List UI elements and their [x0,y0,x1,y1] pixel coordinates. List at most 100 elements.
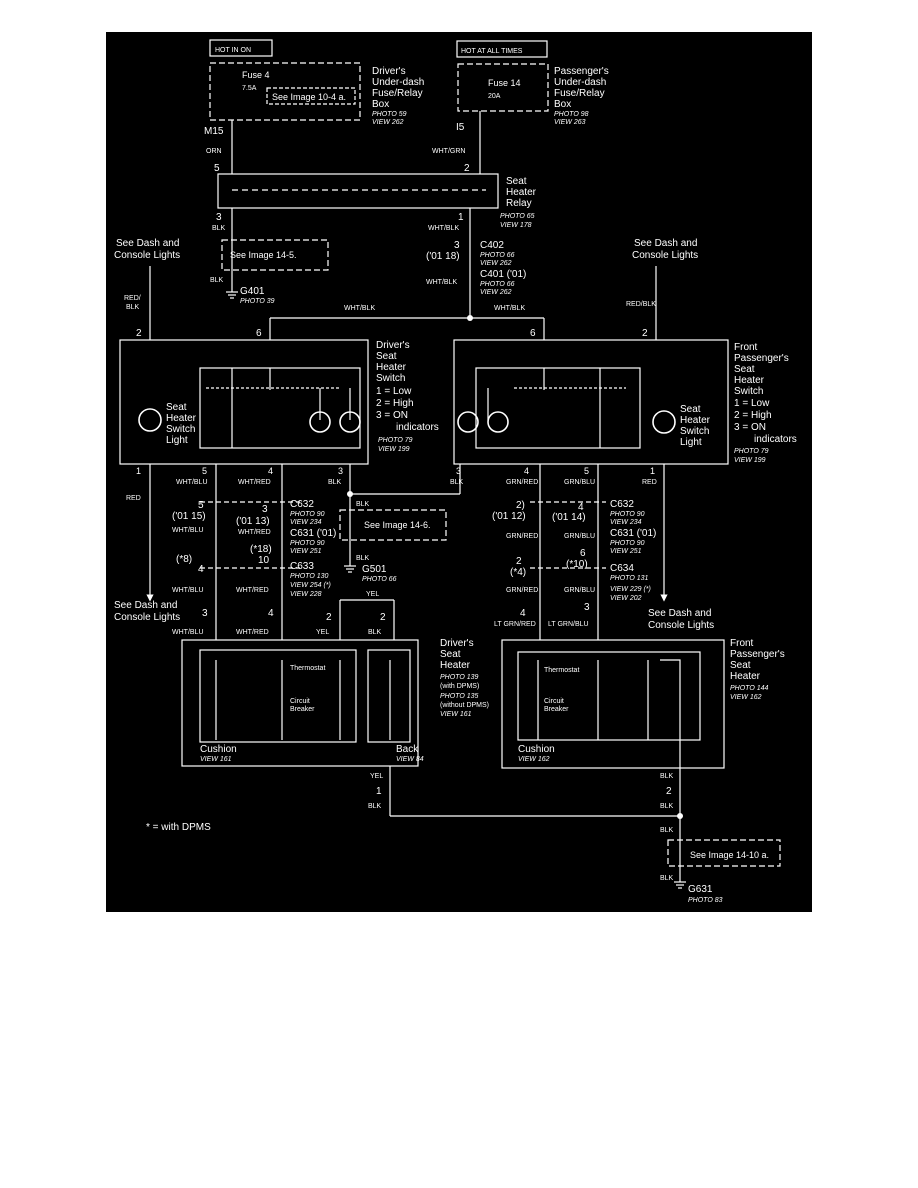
fuse14-rating: 20A [488,93,501,100]
pass-switch-legend-2: 2 = High [734,410,772,421]
pass-heater-cushion-view: VIEW 162 [518,756,550,763]
pass-switch-legend-1: 1 = Low [734,398,770,409]
wire-blk-bottom-a: BLK [368,803,382,810]
drv-heater-photo1: PHOTO 139 [440,674,478,681]
drv-heater-back-view: VIEW 84 [396,756,424,763]
drv-heater-cushion-view: VIEW 161 [200,756,232,763]
c632r-photo: PHOTO 90 [610,511,645,518]
relay-photo: PHOTO 65 [500,213,535,220]
see-dash-left-2[interactable]: Console Lights [114,250,180,261]
c634-view2: VIEW 202 [610,595,642,602]
driver-light-1: Seat [166,402,187,413]
drv-heater-pin-2b: 2 [380,612,386,623]
driver-switch-title-2: Seat [376,351,397,362]
wire-wht-blk-right: WHT/BLK [494,305,525,312]
c634-name: C634 [610,563,634,574]
wire-wht-blk-left: WHT/BLK [344,305,375,312]
driver-switch-pin-6: 6 [256,328,262,339]
driver-switch-pin-5: 5 [202,466,207,476]
g631-photo: PHOTO 83 [688,897,723,904]
wire-red-right: RED [642,479,657,486]
driver-switch-title-1: Driver's [376,340,410,351]
driver-light-2: Heater [166,413,197,424]
relay-view: VIEW 178 [500,222,532,229]
c634-wire-a: GRN/RED [506,587,538,594]
pass-switch-pin-6: 6 [530,328,536,339]
c632l-pin-a-alt: ('01 15) [172,511,206,522]
passenger-fuse-box-title-4: Box [554,99,571,110]
wire-red-blk-right: RED/BLK [626,301,656,308]
c634-pin-b: 6 [580,548,586,559]
driver-light-4: Light [166,435,188,446]
c633-pin-a: 4 [198,564,204,575]
driver-switch-legend-2: 2 = High [376,398,414,409]
driver-switch-photo: PHOTO 79 [378,437,413,444]
see-image-10-4a[interactable]: See Image 10-4 a. [272,92,346,102]
drv-heater-thermostat: Thermostat [290,665,325,672]
driver-switch-title-3: Heater [376,362,407,373]
driver-switch-legend-3: 3 = ON [376,410,408,421]
see-dash-right-1[interactable]: See Dash and [634,238,697,249]
c632r-wire-a: GRN/RED [506,533,538,540]
relay-title-3: Relay [506,198,532,209]
see-dash-left-1[interactable]: See Dash and [116,238,179,249]
wire-blk-bottom-e: BLK [660,875,674,882]
passenger-fuse-box-title-2: Under-dash [554,77,606,88]
drv-heater-photo2: PHOTO 135 [440,693,478,700]
driver-switch-pin-4: 4 [268,466,273,476]
wire-blk-relay: BLK [212,225,226,232]
pass-heater-title-2: Passenger's [730,649,785,660]
see-image-14-6[interactable]: See Image 14-6. [364,520,431,530]
drv-heater-pin-2a: 2 [326,612,332,623]
drivers-fuse-box-title-4: Box [372,99,389,110]
c633-pin-b: 10 [258,555,270,566]
pass-light-4: Light [680,437,702,448]
relay-title-2: Heater [506,187,537,198]
wire-blk-g501: BLK [356,555,370,562]
relay-pin-1: 1 [458,212,464,223]
driver-switch-legend-4: indicators [396,422,439,433]
pass-switch-photo: PHOTO 79 [734,448,769,455]
see-dash-bottom-right-1[interactable]: See Dash and [648,608,711,619]
g631-name: G631 [688,884,713,895]
g401-name: G401 [240,286,265,297]
c631r-name: C631 ('01) [610,528,656,539]
see-image-14-5[interactable]: See Image 14-5. [230,250,297,260]
see-dash-right-2[interactable]: Console Lights [632,250,698,261]
passenger-fuse-box-title-3: Fuse/Relay [554,88,605,99]
c634-view1: VIEW 229 (*) [610,586,651,593]
relay-title-1: Seat [506,176,527,187]
wire-red-blk-left-2: BLK [126,304,140,311]
c634-wire-b: GRN/BLU [564,587,595,594]
drv-heater-wire-a: WHT/BLU [172,629,204,636]
fuse4-rating: 7.5A [242,85,257,92]
c632l-name: C632 [290,499,314,510]
c632l-pin-b: 3 [262,504,268,515]
pass-switch-title-1: Front [734,342,758,353]
see-dash-bottom-left-1[interactable]: See Dash and [114,600,177,611]
drv-heater-wire-b: WHT/RED [236,629,269,636]
pass-heater-title-3: Seat [730,660,751,671]
c633-wire-b: WHT/RED [236,587,269,594]
see-dash-bottom-left-2[interactable]: Console Lights [114,612,180,623]
c402-view: VIEW 262 [480,260,512,267]
header-hot-at-all-times: HOT AT ALL TIMES [461,48,523,55]
c633-view2: VIEW 228 [290,591,322,598]
see-dash-bottom-right-2[interactable]: Console Lights [648,620,714,631]
pass-switch-title-4: Heater [734,375,765,386]
wire-blk-g401: BLK [210,277,224,284]
wire-grn-blu-sw: GRN/BLU [564,479,595,486]
c632l-pin-b-alt: ('01 13) [236,516,270,527]
pass-heater-title-1: Front [730,638,754,649]
c632l-pin-a: 5 [198,500,204,511]
c632r-wire-b: GRN/BLU [564,533,595,540]
pass-heater-thermostat: Thermostat [544,667,579,674]
c633-wire-a: WHT/BLU [172,587,204,594]
pass-switch-title-3: Seat [734,364,755,375]
drv-heater-view: VIEW 161 [440,711,472,718]
see-image-14-10a[interactable]: See Image 14-10 a. [690,850,769,860]
c631l-name: C631 ('01) [290,528,336,539]
pin-1-bottom: 1 [376,786,382,797]
pass-heater-view: VIEW 162 [730,694,762,701]
c632l-photo: PHOTO 90 [290,511,325,518]
